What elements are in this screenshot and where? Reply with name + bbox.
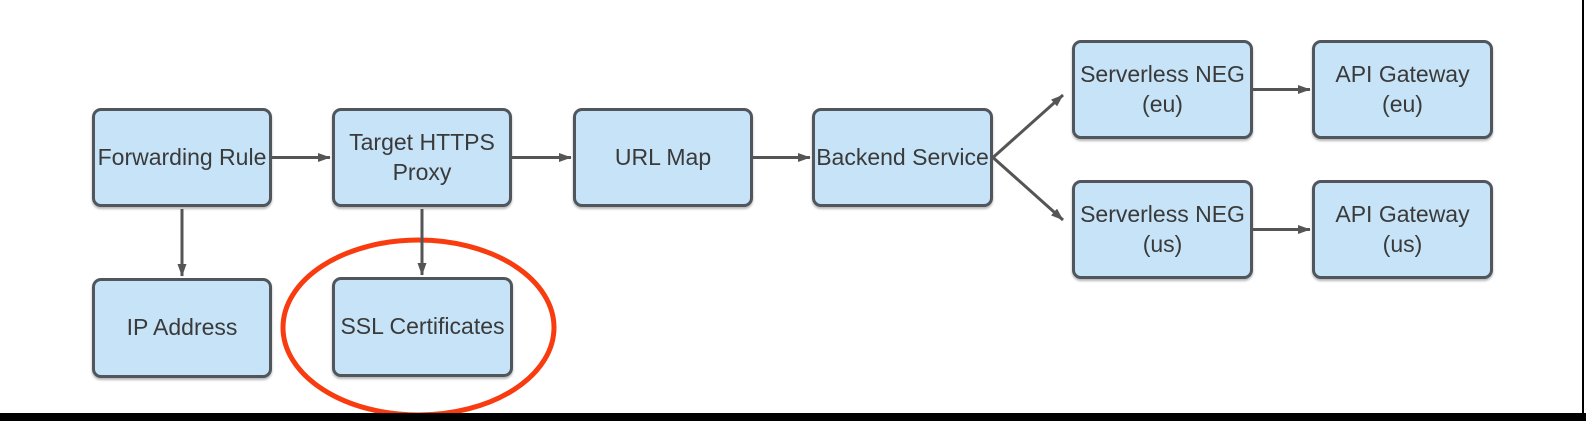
node-forwarding-rule: Forwarding Rule bbox=[92, 108, 272, 207]
node-label: API Gateway (eu) bbox=[1335, 60, 1470, 117]
edge-backend-service-to-serverless-neg-eu bbox=[992, 93, 1064, 159]
node-label: Serverless NEG (eu) bbox=[1080, 60, 1245, 117]
node-label: API Gateway (us) bbox=[1335, 200, 1470, 257]
node-ip-address: IP Address bbox=[92, 278, 272, 378]
node-target-https-proxy: Target HTTPS Proxy bbox=[332, 108, 512, 207]
node-label: Target HTTPS Proxy bbox=[349, 128, 495, 185]
node-label: Backend Service bbox=[816, 143, 989, 170]
node-serverless-neg-eu: Serverless NEG (eu) bbox=[1072, 40, 1253, 139]
frame-right-edge bbox=[1582, 0, 1584, 421]
node-label: Serverless NEG (us) bbox=[1080, 200, 1245, 257]
node-serverless-neg-us: Serverless NEG (us) bbox=[1072, 180, 1253, 279]
node-label: SSL Certificates bbox=[340, 313, 505, 340]
frame-bottom-edge bbox=[0, 413, 1586, 421]
node-label: Forwarding Rule bbox=[97, 143, 267, 170]
edge-backend-service-to-serverless-neg-us bbox=[992, 156, 1064, 222]
node-ssl-certificates: SSL Certificates bbox=[332, 277, 513, 377]
node-backend-service: Backend Service bbox=[812, 108, 993, 207]
node-label: URL Map bbox=[614, 143, 712, 170]
node-api-gateway-eu: API Gateway (eu) bbox=[1312, 40, 1493, 139]
node-api-gateway-us: API Gateway (us) bbox=[1312, 180, 1493, 279]
node-url-map: URL Map bbox=[573, 108, 753, 207]
node-label: IP Address bbox=[126, 314, 238, 341]
